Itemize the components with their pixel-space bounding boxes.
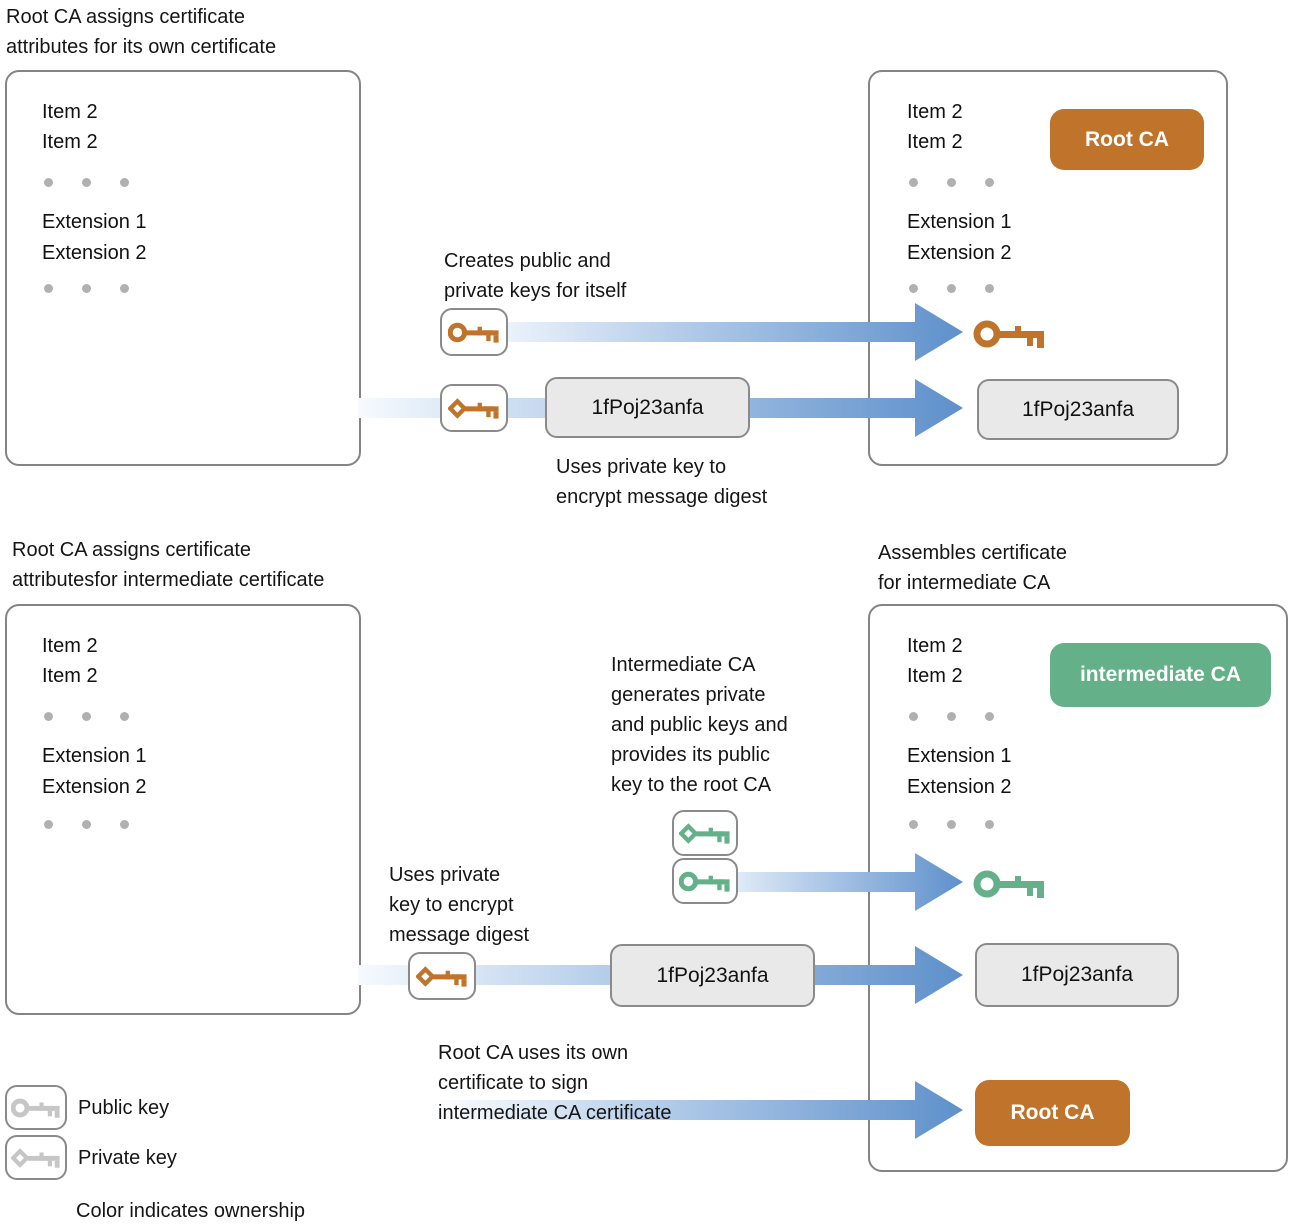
intermediate-ca-badge: intermediate CA	[1050, 643, 1271, 707]
cert-item: Item 2	[42, 131, 98, 153]
message-digest-box: 1fPoj23anfa	[610, 944, 815, 1007]
cert-extension: Extension 1	[42, 745, 147, 767]
cert-extension: Extension 2	[907, 242, 1012, 264]
ellipsis-icon	[909, 284, 994, 293]
cert-extension: Extension 2	[42, 242, 147, 264]
ellipsis-icon	[44, 178, 129, 187]
cert-extension: Extension 1	[907, 745, 1012, 767]
root-ca-signature-badge: Root CA	[975, 1080, 1130, 1146]
cert-extension: Extension 1	[42, 211, 147, 233]
ellipsis-icon	[909, 712, 994, 721]
uses-private-key-label: Uses private key to encrypt message dige…	[556, 456, 768, 508]
message-digest-box: 1fPoj23anfa	[977, 379, 1179, 440]
cert-item: Item 2	[42, 101, 98, 123]
flow-arrow-root-signature	[437, 1081, 963, 1139]
legend-private-key-label: Private key	[78, 1147, 177, 1169]
ellipsis-icon	[909, 820, 994, 829]
cert-item: Item 2	[42, 635, 98, 657]
root-ca-draft-certificate-box: Item 2 Item 2 Extension 1 Extension 2	[5, 70, 361, 466]
ellipsis-icon	[44, 820, 129, 829]
private-key-icon	[408, 952, 476, 1000]
message-digest-box: 1fPoj23anfa	[545, 377, 750, 438]
public-key-icon	[5, 1085, 67, 1130]
public-key-icon	[973, 864, 1047, 909]
intermediate-generates-label: Intermediate CA generates private and pu…	[611, 654, 788, 796]
public-key-icon	[973, 314, 1047, 359]
public-key-icon	[672, 858, 738, 904]
cert-item: Item 2	[907, 665, 963, 687]
cert-item: Item 2	[907, 101, 963, 123]
flow-arrow-intermediate-public-key	[700, 853, 963, 911]
flow-arrow-public-key	[472, 303, 963, 361]
creates-keys-label: Creates public and private keys for itse…	[444, 250, 627, 302]
private-key-icon	[440, 384, 508, 432]
cert-item: Item 2	[907, 131, 963, 153]
ellipsis-icon	[44, 712, 129, 721]
root-signs-label: Root CA uses its own certificate to sign…	[438, 1042, 672, 1124]
cert-extension: Extension 1	[907, 211, 1012, 233]
cert-extension: Extension 2	[907, 776, 1012, 798]
public-key-icon	[440, 308, 508, 356]
bottom-right-caption: Assembles certificate for intermediate C…	[878, 542, 1067, 594]
uses-private-key-label: Uses private key to encrypt message dige…	[389, 864, 530, 946]
ellipsis-icon	[44, 284, 129, 293]
message-digest-box: 1fPoj23anfa	[975, 943, 1179, 1007]
ellipsis-icon	[909, 178, 994, 187]
cert-item: Item 2	[907, 635, 963, 657]
bottom-left-caption: Root CA assigns certificate attributesfo…	[12, 539, 325, 591]
legend-public-key-label: Public key	[78, 1097, 170, 1119]
cert-item: Item 2	[42, 665, 98, 687]
root-ca-badge: Root CA	[1050, 109, 1204, 170]
top-left-caption: Root CA assigns certificate attributes f…	[6, 6, 277, 58]
cert-extension: Extension 2	[42, 776, 147, 798]
private-key-icon	[672, 810, 738, 856]
intermediate-draft-certificate-box: Item 2 Item 2 Extension 1 Extension 2	[5, 604, 361, 1015]
legend-ownership-note: Color indicates ownership	[76, 1200, 306, 1222]
private-key-icon	[5, 1135, 67, 1180]
